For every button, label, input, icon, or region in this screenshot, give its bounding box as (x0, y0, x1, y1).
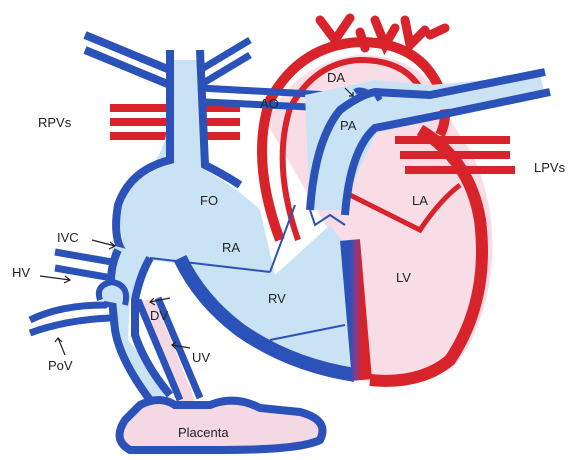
label-uv: UV (192, 350, 210, 365)
label-rpvs: RPVs (38, 115, 72, 130)
label-lpvs: LPVs (534, 160, 566, 175)
label-dv: DV (150, 308, 168, 323)
svc-right-branch (200, 40, 250, 85)
label-la: LA (412, 193, 428, 208)
label-rv: RV (268, 291, 286, 306)
label-da: DA (327, 70, 345, 85)
label-lv: LV (396, 270, 411, 285)
label-hv: HV (12, 265, 30, 280)
pov-arrow (58, 338, 65, 355)
label-pov: PoV (48, 358, 73, 373)
ventricular-septum (350, 240, 362, 380)
label-placenta: Placenta (178, 425, 229, 440)
label-ra: RA (222, 240, 240, 255)
hepatic-veins (55, 252, 112, 278)
label-fo: FO (200, 193, 218, 208)
label-ao: AO (260, 96, 279, 111)
svc-left-branch (85, 35, 170, 85)
label-ivc: IVC (57, 230, 79, 245)
label-pa: PA (340, 118, 357, 133)
